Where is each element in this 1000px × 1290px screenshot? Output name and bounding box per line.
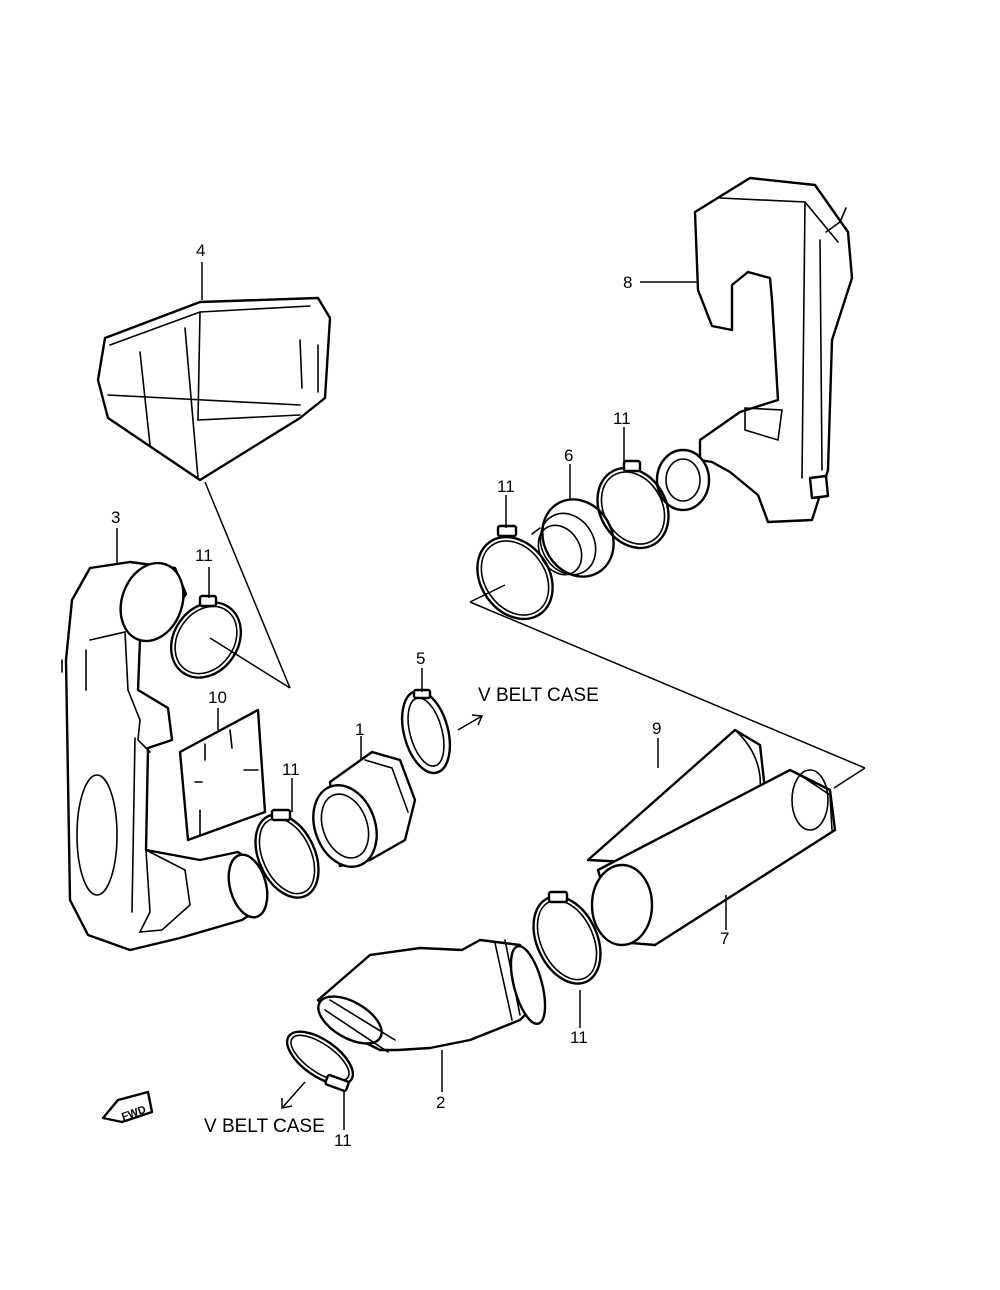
callout-1: 1: [355, 720, 364, 739]
vbelt-case-caption-upper: V BELT CASE: [478, 685, 599, 706]
callout-11-mid: 11: [282, 760, 300, 779]
callout-numbers: 4 8 3 11 10 1 5 11 11 6 11 9 7 11 2 11: [111, 241, 729, 1150]
clamp-11-upper-right: [596, 459, 670, 550]
part-10-plate: [178, 708, 267, 842]
callout-11-bottom: 11: [334, 1131, 352, 1150]
part-8-upper-duct: [655, 176, 854, 524]
callout-11-upper-left: 11: [497, 477, 515, 496]
callout-9: 9: [652, 719, 661, 738]
clamp-11-lower-right: [532, 890, 602, 985]
callout-10: 10: [208, 688, 227, 707]
callout-11-lower-right: 11: [570, 1028, 588, 1047]
part-6-sleeve: [531, 498, 615, 578]
callout-3: 3: [111, 508, 120, 527]
part-2-s-hose: [316, 938, 547, 1053]
clamp-11-mid: [254, 808, 320, 899]
part-7-cylinder: [590, 768, 837, 947]
vbelt-case-caption-lower: V BELT CASE: [204, 1116, 325, 1137]
callout-7: 7: [720, 929, 729, 948]
callout-leaders: [116, 262, 727, 1130]
clamp-11-upper-left: [476, 524, 554, 621]
callout-11-left-upper: 11: [195, 546, 213, 565]
callout-4: 4: [196, 241, 205, 260]
direction-arrow-upper: [457, 714, 484, 731]
part-5-oval-seal: [400, 688, 452, 775]
assembly-lines: [204, 481, 866, 789]
part-1-elbow: [312, 750, 417, 868]
callout-6: 6: [564, 446, 573, 465]
clamp-11-bottom: [286, 1030, 354, 1093]
callout-11-upper-right: 11: [613, 409, 631, 428]
part-3-main-tube: [61, 560, 269, 952]
part-4-airbox-cover: [96, 296, 332, 482]
fwd-arrow-icon: FWD: [101, 1090, 154, 1124]
callout-2: 2: [436, 1093, 445, 1112]
callout-8: 8: [623, 273, 632, 292]
direction-arrow-lower: [281, 1081, 306, 1109]
callout-5: 5: [416, 649, 425, 668]
clamp-11-left-upper: [169, 594, 243, 679]
